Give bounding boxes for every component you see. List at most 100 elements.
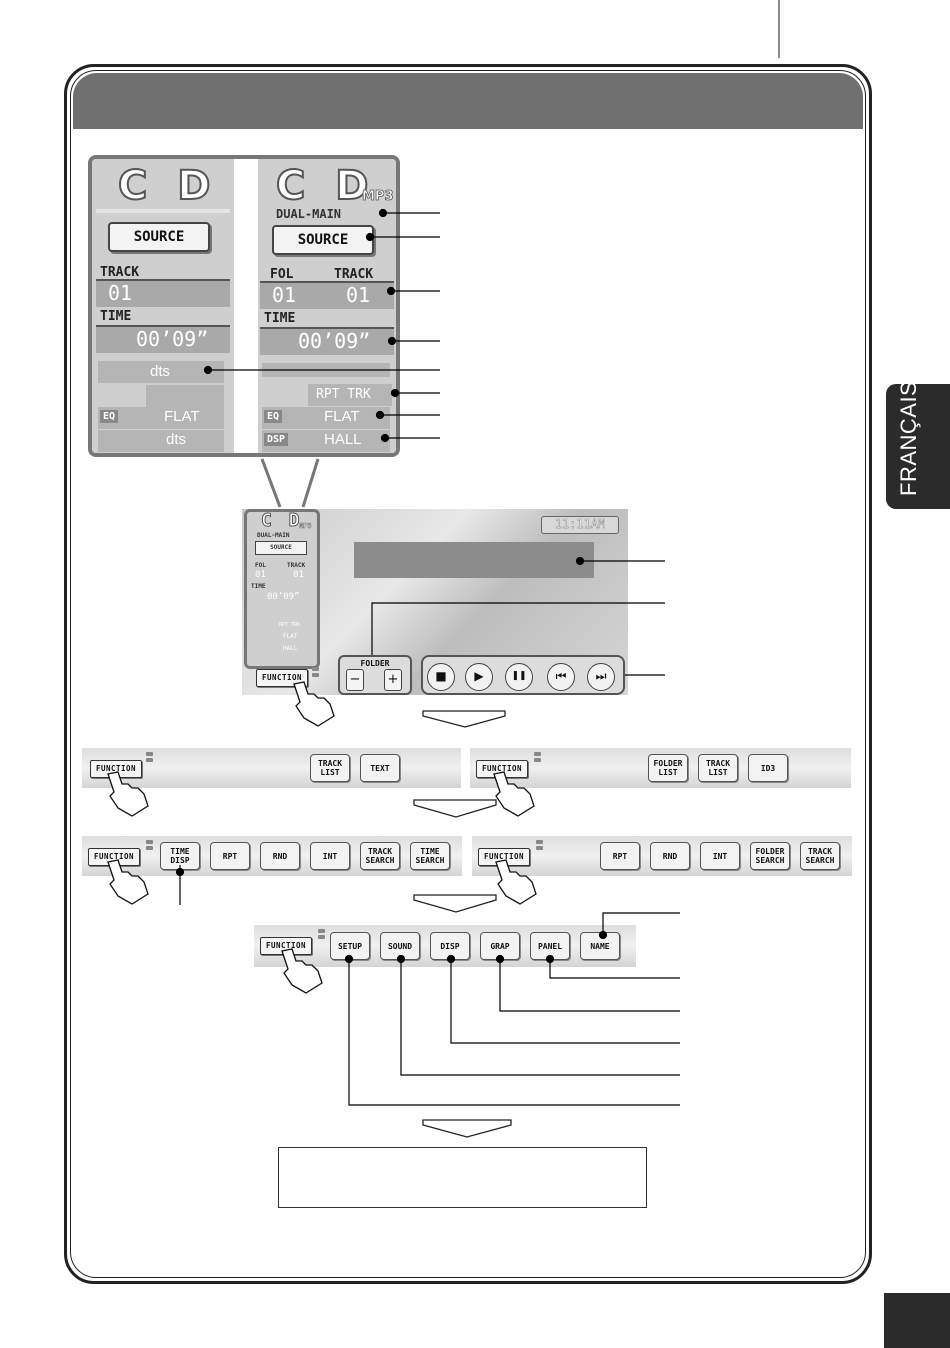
sound-button[interactable]: SOUND	[380, 932, 420, 960]
eq-value: FLAT	[164, 408, 200, 425]
track-value: 01	[108, 281, 133, 305]
eq-tag: EQ	[264, 410, 283, 423]
page-frame	[64, 64, 872, 1284]
track-value: 01	[346, 283, 371, 307]
folder-up-button[interactable]: +	[384, 669, 402, 691]
mini-eq: FLAT	[283, 633, 298, 640]
play-mode-box	[308, 384, 392, 406]
dual-mode: DUAL-MAIN	[276, 207, 342, 221]
folder-value: 01	[272, 283, 297, 307]
function-button[interactable]: FUNCTION	[478, 848, 530, 866]
mini-dsp: HALL	[283, 645, 298, 652]
id3-button[interactable]: ID3	[748, 754, 788, 782]
track-list-button[interactable]: TRACK LIST	[310, 754, 350, 782]
track-list-button[interactable]: TRACK LIST	[698, 754, 738, 782]
dsp-value: HALL	[324, 431, 362, 448]
mini-title: C D	[261, 510, 303, 532]
eq-tag: EQ	[100, 410, 119, 423]
folder-down-button[interactable]: −	[346, 669, 364, 691]
setup-button[interactable]: SETUP	[330, 932, 370, 960]
text-button[interactable]: TEXT	[360, 754, 400, 782]
transport-controls: ■ ▶ ❚❚ ⏮ ⏭	[421, 655, 625, 695]
mini-source-button[interactable]: SOURCE	[255, 541, 307, 555]
dsp-tag: DSP	[264, 433, 289, 446]
folder-list-button[interactable]: FOLDER LIST	[648, 754, 688, 782]
page-frame-inner	[70, 70, 866, 1278]
dsp-box	[98, 430, 224, 452]
source-button[interactable]: SOURCE	[108, 222, 210, 252]
name-button[interactable]: NAME	[580, 932, 620, 960]
lcd-source-title: C D	[275, 162, 377, 210]
track-label: TRACK	[100, 265, 140, 280]
function-bar-cd-2: FUNCTION TIME DISP RPT RND INT TRACK SEA…	[82, 836, 462, 876]
lcd-cd: C D SOURCE TRACK 01 TIME 00’09” dts EQ F…	[92, 159, 234, 453]
track-strip	[260, 281, 394, 309]
function-button[interactable]: FUNCTION	[88, 848, 140, 866]
function-button[interactable]: FUNCTION	[90, 760, 142, 778]
function-leds	[318, 929, 325, 945]
pause-button[interactable]: ❚❚	[505, 663, 533, 691]
function-bar-mp3-2: FUNCTION RPT RND INT FOLDER SEARCH TRACK…	[472, 836, 852, 876]
dsp-value: dts	[166, 431, 187, 448]
track-search-button[interactable]: TRACK SEARCH	[360, 842, 400, 870]
folder-label: FOLDER	[360, 659, 390, 668]
play-button[interactable]: ▶	[465, 663, 493, 691]
language-label: FRANÇAIS	[896, 380, 921, 496]
mini-badge: MP3	[299, 522, 312, 530]
stop-button[interactable]: ■	[427, 663, 455, 691]
folder-control: FOLDER − +	[338, 655, 412, 695]
time-value: 00’09”	[136, 327, 209, 351]
function-leds	[312, 667, 319, 683]
random-button[interactable]: RND	[650, 842, 690, 870]
repeat-button[interactable]: RPT	[600, 842, 640, 870]
intro-button[interactable]: INT	[310, 842, 350, 870]
dts-indicator: dts	[150, 363, 171, 380]
track-strip	[96, 279, 230, 307]
mini-lcd: C D MP3 DUAL-MAIN SOURCE FOL TRACK 01 01…	[244, 509, 320, 669]
time-label: TIME	[100, 309, 132, 324]
mini-mode: RPT TRK	[279, 622, 301, 628]
mini-track-value: 01	[293, 570, 304, 580]
eq-box	[98, 407, 224, 429]
time-search-button[interactable]: TIME SEARCH	[410, 842, 450, 870]
mini-time-label: TIME	[251, 583, 266, 590]
repeat-button[interactable]: RPT	[210, 842, 250, 870]
blank-box	[146, 385, 224, 407]
eq-value: FLAT	[324, 408, 360, 425]
language-tab: FRANÇAIS	[886, 380, 950, 509]
function-button[interactable]: FUNCTION	[476, 760, 528, 778]
intro-button[interactable]: INT	[700, 842, 740, 870]
previous-track-button[interactable]: ⏮	[547, 663, 575, 691]
function-leds	[146, 840, 153, 856]
random-button[interactable]: RND	[260, 842, 300, 870]
text-info-bar	[354, 542, 594, 578]
mini-track-label: TRACK	[287, 562, 306, 569]
function-button[interactable]: FUNCTION	[256, 669, 308, 687]
function-button[interactable]: FUNCTION	[260, 937, 312, 955]
format-badge: MP3	[362, 189, 394, 205]
time-disp-button[interactable]: TIME DISP	[160, 842, 200, 870]
mini-fol-value: 01	[255, 570, 266, 580]
disp-button[interactable]: DISP	[430, 932, 470, 960]
blank-box	[262, 363, 390, 377]
function-bar-mp3-1: FUNCTION FOLDER LIST TRACK LIST ID3	[470, 748, 851, 788]
top-rules	[778, 0, 780, 58]
time-strip	[96, 325, 230, 353]
function-leds	[534, 752, 541, 768]
panel-button[interactable]: PANEL	[530, 932, 570, 960]
source-button[interactable]: SOURCE	[272, 225, 374, 255]
function-bar-cd-1: FUNCTION TRACK LIST TEXT	[82, 748, 461, 788]
time-value: 00’09”	[298, 329, 371, 353]
mini-dual: DUAL-MAIN	[257, 532, 290, 539]
time-label: TIME	[264, 311, 296, 326]
folder-label: FOL	[270, 267, 294, 282]
next-track-button[interactable]: ⏭	[587, 663, 615, 691]
time-strip	[260, 327, 394, 355]
lcd-source-title: C D	[117, 162, 219, 210]
section-header-bar	[73, 73, 863, 129]
graphics-button[interactable]: GRAP	[480, 932, 520, 960]
page-number-tab	[884, 1293, 950, 1348]
lcd-enlargement: C D SOURCE TRACK 01 TIME 00’09” dts EQ F…	[88, 155, 400, 457]
folder-search-button[interactable]: FOLDER SEARCH	[750, 842, 790, 870]
track-search-button[interactable]: TRACK SEARCH	[800, 842, 840, 870]
